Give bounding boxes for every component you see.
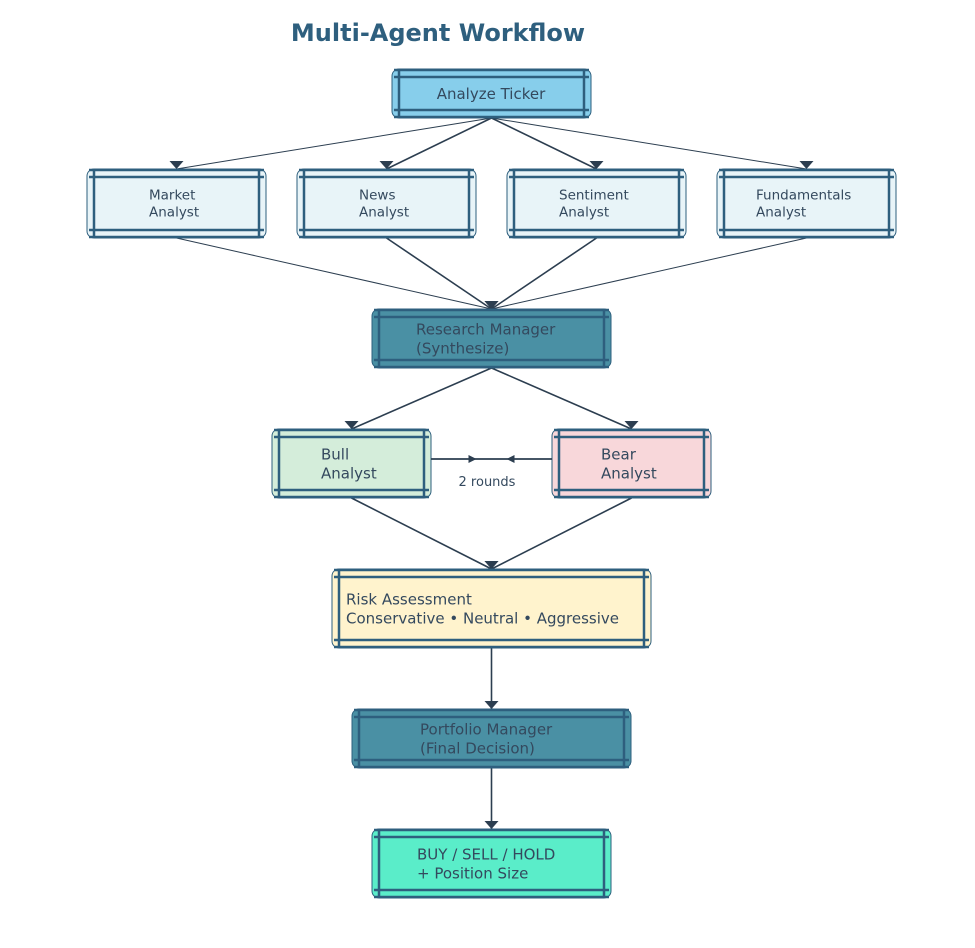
edge-analyze-ticker-to-sentiment-analyst [491,117,597,170]
node-label-line: Analyst [149,205,199,221]
node-label-line: BUY / SELL / HOLD [417,845,555,863]
node-label-line: Analyst [601,464,657,482]
node-label-line: Analyst [756,205,806,221]
edge-bear-analyst-to-risk-assessment [491,497,632,570]
node-research-manager: Research Manager(Synthesize) [371,308,612,369]
node-label-line: News [359,188,395,204]
debate-connector: 2 rounds [431,455,552,490]
diagram-title: Multi-Agent Workflow [291,19,585,47]
edge-fundamentals-analyst-to-research-manager [491,237,807,310]
arrowhead [484,701,499,709]
arrowhead [484,301,499,309]
arrowhead [484,561,499,569]
node-label-line: Bear [601,445,637,463]
node-label-line: Research Manager [416,320,556,338]
node-label-line: Portfolio Manager [420,720,553,738]
node-label-line: + Position Size [417,864,528,882]
edge-bull-analyst-to-risk-assessment [351,497,492,570]
node-label-line: Risk Assessment [346,590,472,608]
edge-analyze-ticker-to-fundamentals-analyst [491,117,807,170]
node-portfolio-manager: Portfolio Manager(Final Decision) [351,708,632,769]
node-label-line: Analyst [359,205,409,221]
node-label-line: Fundamentals [756,188,851,204]
edge-analyze-ticker-to-news-analyst [386,117,492,170]
debate-arrowhead-right [468,455,477,463]
node-label-line: Conservative • Neutral • Aggressive [346,609,619,627]
arrowhead [344,421,359,429]
edge-research-manager-to-bull-analyst [351,367,492,430]
node-final-output: BUY / SELL / HOLD+ Position Size [371,828,612,899]
arrowhead [624,421,639,429]
node-label-line: Analyze Ticker [437,85,546,103]
debate-rounds-label: 2 rounds [459,475,516,490]
arrowhead [484,821,499,829]
arrowhead [169,161,184,169]
node-label-line: (Synthesize) [416,339,509,357]
edge-market-analyst-to-research-manager [176,237,492,310]
node-label-line: (Final Decision) [420,739,535,757]
node-label-line: Bull [321,445,349,463]
edges-layer [169,117,814,829]
node-analyze-ticker: Analyze Ticker [391,68,592,119]
edge-news-analyst-to-research-manager [386,237,492,310]
debate-arrowhead-left [506,455,515,463]
edge-research-manager-to-bear-analyst [491,367,632,430]
arrowhead [799,161,814,169]
node-label-line: Sentiment [559,188,629,204]
node-label-line: Market [149,188,195,204]
nodes-layer: Analyze TickerMarketAnalystNewsAnalystSe… [86,68,897,899]
node-label-line: Analyst [559,205,609,221]
edge-sentiment-analyst-to-research-manager [491,237,597,310]
arrowhead [379,161,394,169]
arrowhead [589,161,604,169]
edge-analyze-ticker-to-market-analyst [176,117,492,170]
node-label-line: Analyst [321,464,377,482]
